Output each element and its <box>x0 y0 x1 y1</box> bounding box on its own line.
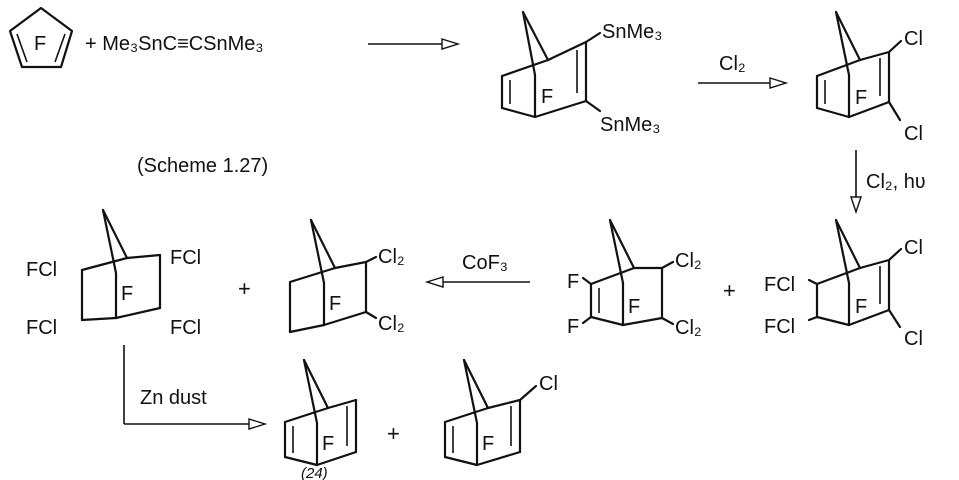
ring-label-f: F <box>329 293 341 315</box>
reagent-cof3: CoF₃ <box>462 252 508 274</box>
ring-label-f: F <box>322 433 334 455</box>
arrow-3: Cl₂, hʋ <box>850 150 926 215</box>
stannyl-norbornadiene: F SnMe₃ SnMe₃ <box>500 10 662 136</box>
cl2-top: Cl₂ <box>378 246 405 268</box>
arrow-2: Cl₂ <box>698 53 789 89</box>
cl-bottom: Cl <box>904 328 923 350</box>
ring-label-f: F <box>541 86 553 108</box>
cl-top: Cl <box>904 237 923 259</box>
ring-label-f: F <box>34 33 46 55</box>
f-top: F <box>567 271 579 293</box>
difluoro-tetrachloro-norbornene: F F F Cl₂ Cl₂ <box>567 218 702 339</box>
ring-label-f: F <box>855 87 867 109</box>
arrow-1 <box>368 38 461 50</box>
arrow-5: Zn dust <box>123 345 268 430</box>
fcl-bottom-right: FCl <box>170 317 201 339</box>
cl2-top: Cl₂ <box>675 250 702 272</box>
ring-label-f: F <box>482 433 494 455</box>
snme3-bottom: SnMe₃ <box>600 114 660 136</box>
tetrachloro-norbornane: F Cl₂ Cl₂ <box>288 218 405 335</box>
fcl-top-left: FCl <box>26 259 57 281</box>
ring-label-f: F <box>855 296 867 318</box>
ring-label-f: F <box>628 296 640 318</box>
arrow-4: CoF₃ <box>424 252 530 288</box>
reagent-cl2: Cl₂ <box>719 53 746 75</box>
chlorofluoro-norbornene: F Cl Cl FCl FCl <box>764 218 923 350</box>
reagent-zn-dust: Zn dust <box>140 387 207 409</box>
reagent-alkyne: + Me₃SnC≡CSnMe₃ <box>85 33 264 55</box>
plus-bottom: + <box>387 421 400 446</box>
cl-substituent: Cl <box>539 373 558 395</box>
fcl-bottom: FCl <box>764 316 795 338</box>
fcl-top-right: FCl <box>170 247 201 269</box>
cyclopentadiene: F <box>8 6 74 69</box>
scheme-reference: (Scheme 1.27) <box>137 155 268 177</box>
chloro-norbornadiene: F Cl <box>443 358 558 467</box>
compound-number: (24) <box>301 465 328 480</box>
plus-middle: + <box>238 276 251 301</box>
plus-right: + <box>723 278 736 303</box>
cl2-bottom: Cl₂ <box>675 317 702 339</box>
ring-label-f: F <box>121 283 133 305</box>
fcl-norbornane: F FCl FCl FCl FCl <box>26 208 201 339</box>
cl2-bottom: Cl₂ <box>378 313 405 335</box>
fcl-bottom-left: FCl <box>26 317 57 339</box>
product-24: F (24) <box>283 358 358 480</box>
f-bottom: F <box>567 316 579 338</box>
cl-bottom: Cl <box>904 123 923 145</box>
reagent-cl2-hv: Cl₂, hʋ <box>866 171 926 193</box>
snme3-top: SnMe₃ <box>602 21 662 43</box>
cl-top: Cl <box>904 28 923 50</box>
dichloro-norbornadiene: F Cl Cl <box>815 10 923 145</box>
fcl-top: FCl <box>764 274 795 296</box>
